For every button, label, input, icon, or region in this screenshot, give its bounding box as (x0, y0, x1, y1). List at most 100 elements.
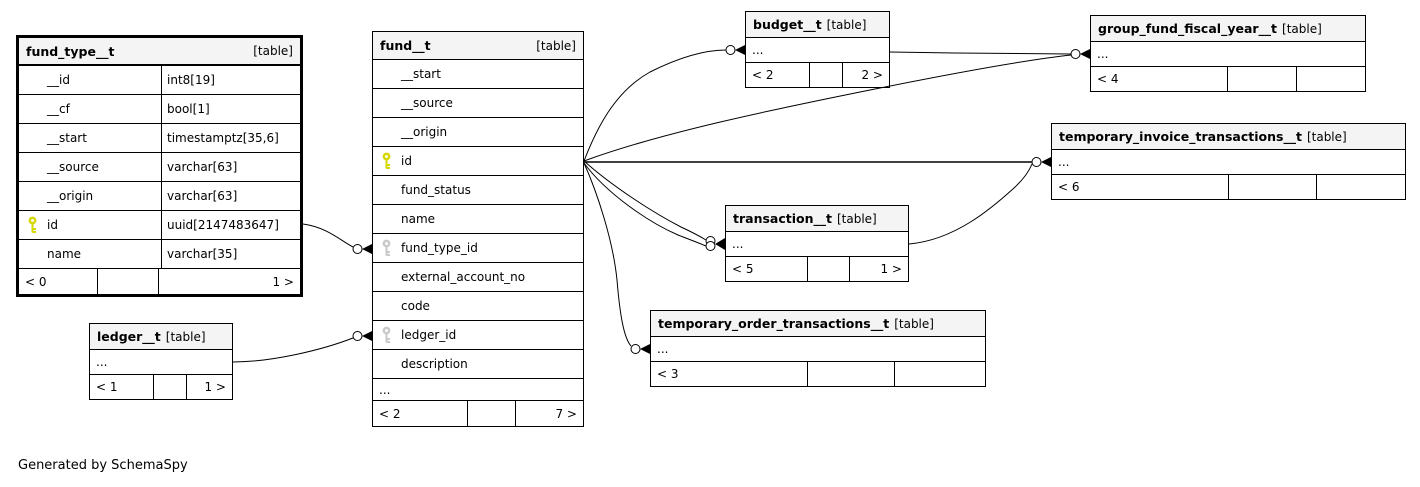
column-row: id uuid[2147483647] (19, 211, 300, 240)
footer-spacer (1228, 67, 1297, 91)
column-row: id (373, 147, 583, 176)
table-title[interactable]: fund_type__t (26, 43, 115, 59)
table-budget-t: budget__t [table] ... < 2 2 > (745, 11, 890, 88)
children-count: < 5 (726, 257, 808, 281)
parents-count (1317, 175, 1405, 199)
zero-cardinality-circle (1070, 49, 1081, 59)
crowfoot-arrow (715, 238, 725, 250)
foreign-key-icon (382, 239, 391, 256)
zero-cardinality-circle (705, 236, 716, 246)
table-footer: < 3 (651, 362, 985, 386)
table-title[interactable]: group_fund_fiscal_year__t (1098, 21, 1278, 36)
edge-fundtype-to-fund (302, 223, 354, 248)
edge-ledger-to-fund (232, 337, 354, 363)
crowfoot-arrow (735, 45, 745, 55)
footer-spacer (810, 63, 844, 87)
zero-cardinality-circle (352, 244, 363, 254)
table-footer: < 1 1 > (90, 375, 232, 399)
edge-fund-to-budget (583, 49, 727, 162)
column-row: __start (373, 60, 583, 89)
more-columns-ellipsis: ... (1091, 42, 1365, 67)
column-name: id (47, 218, 58, 232)
column-name: fund_status (401, 183, 471, 197)
parents-count: 1 > (272, 274, 294, 289)
table-ledger-t: ledger__t [table] ... < 1 1 > (89, 323, 233, 400)
children-count: < 1 (90, 375, 154, 399)
table-header: temporary_order_transactions__t [table] (651, 311, 985, 337)
column-row: __id int8[19] (19, 66, 300, 95)
table-footer: < 5 1 > (726, 257, 908, 281)
column-name: fund_type_id (401, 241, 478, 255)
zero-cardinality-circle (630, 344, 641, 354)
edge-fund-to-order (583, 162, 632, 347)
children-count: < 2 (373, 401, 468, 426)
footer-spacer (808, 362, 895, 386)
table-title[interactable]: temporary_order_transactions__t (658, 316, 890, 331)
column-row: description (373, 350, 583, 379)
edge-transaction-to-invoice (908, 163, 1033, 245)
column-row: name varchar[35] (19, 240, 300, 269)
table-tag: [table] (1282, 21, 1322, 36)
table-tag: [table] (165, 329, 206, 344)
table-title[interactable]: budget__t (753, 17, 822, 32)
footer-spacer (808, 257, 850, 281)
zero-cardinality-circle (352, 331, 363, 341)
edge-fund-to-transaction-2 (583, 162, 707, 247)
primary-key-icon (382, 152, 391, 169)
parents-count (1297, 67, 1366, 91)
table-header: budget__t [table] (746, 12, 889, 38)
column-name: __start (401, 67, 441, 81)
parents-count: 1 > (204, 380, 226, 394)
table-title[interactable]: temporary_invoice_transactions__t (1059, 129, 1302, 144)
table-header: temporary_invoice_transactions__t [table… (1052, 124, 1405, 150)
crowfoot-arrow (362, 331, 372, 341)
crowfoot-arrow (640, 344, 650, 354)
column-name: code (401, 299, 430, 313)
table-header: transaction__t [table] (726, 206, 908, 232)
column-name: __cf (19, 95, 162, 123)
more-columns-ellipsis: ... (1052, 150, 1405, 175)
parents-count: 7 > (555, 406, 577, 421)
footer-spacer (1229, 175, 1317, 199)
column-type: varchar[35] (167, 247, 238, 261)
more-columns-ellipsis: ... (651, 337, 985, 362)
more-columns-ellipsis: ... (746, 38, 889, 63)
column-row: code (373, 292, 583, 321)
table-tag: [table] (536, 38, 576, 53)
more-columns-ellipsis: ... (90, 350, 232, 375)
column-name: id (401, 154, 412, 168)
table-title[interactable]: ledger__t (97, 329, 161, 344)
column-name: ledger_id (401, 328, 457, 342)
table-group-fund-fiscal-year-t: group_fund_fiscal_year__t [table] ... < … (1090, 15, 1366, 92)
parents-count: 1 > (880, 262, 902, 276)
primary-key-icon (28, 216, 37, 233)
foreign-key-icon (382, 326, 391, 343)
column-row: external_account_no (373, 263, 583, 292)
column-row: __source varchar[63] (19, 153, 300, 182)
table-fund-t: fund__t [table] __start __source __origi… (372, 31, 584, 427)
children-count: < 0 (19, 269, 98, 294)
parents-count: 2 > (861, 68, 883, 82)
column-row: __origin (373, 118, 583, 147)
table-temporary-invoice-transactions-t: temporary_invoice_transactions__t [table… (1051, 123, 1406, 200)
column-name: external_account_no (401, 270, 526, 284)
table-tag: [table] (836, 211, 877, 226)
table-title[interactable]: fund__t (380, 38, 431, 53)
table-footer: < 0 1 > (19, 269, 300, 294)
column-type: int8[19] (167, 73, 215, 87)
table-title[interactable]: transaction__t (733, 211, 832, 226)
children-count: < 2 (746, 63, 811, 87)
crowfoot-arrow (362, 244, 372, 254)
zero-cardinality-circle (725, 45, 736, 55)
column-name: __origin (19, 182, 162, 210)
column-row: fund_type_id (373, 234, 583, 263)
edge-fund-to-transaction-1 (583, 160, 707, 241)
table-header: ledger__t [table] (90, 324, 232, 350)
column-type: uuid[2147483647] (167, 218, 279, 232)
column-type: varchar[63] (167, 189, 238, 203)
table-tag: [table] (253, 44, 293, 58)
more-columns-ellipsis: ... (373, 379, 583, 401)
column-type: bool[1] (167, 102, 210, 116)
table-tag: [table] (1306, 129, 1347, 144)
edge-budget-to-group (889, 51, 1072, 55)
